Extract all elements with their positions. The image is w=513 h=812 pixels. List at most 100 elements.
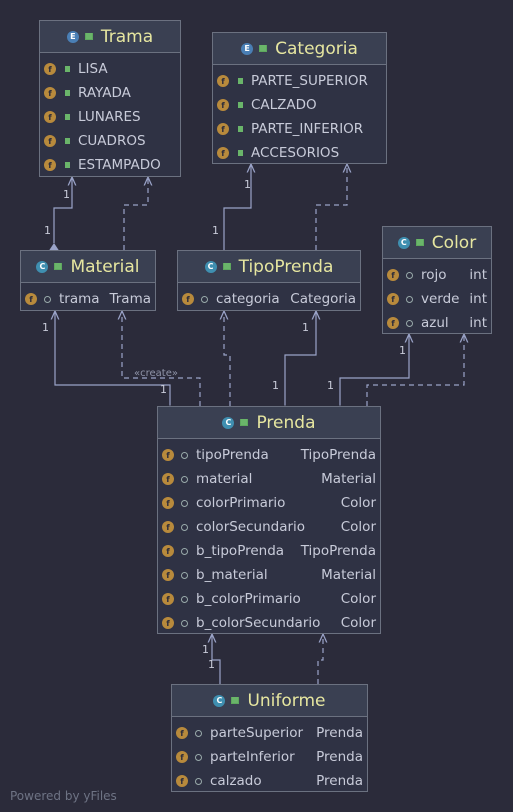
package-visibility-icon	[44, 295, 51, 303]
package-visibility-icon	[181, 595, 188, 603]
lock-icon	[238, 150, 243, 156]
class-color-header: C Color	[383, 227, 491, 259]
edge-prenda-material-dep	[122, 311, 201, 406]
class-icon: C	[222, 416, 235, 429]
mult-tipoprenda-categoria-target: 1	[244, 178, 251, 191]
mult-prenda-tipoprenda-target: 1	[302, 321, 309, 334]
class-icon: C	[213, 694, 226, 707]
edge-prenda-tipoprenda	[285, 311, 316, 405]
mult-uniforme-prenda-target: 1	[202, 643, 209, 656]
mult-prenda-material-target: 1	[42, 321, 49, 334]
field-icon: f	[44, 87, 56, 99]
field-icon: f	[162, 473, 174, 485]
edge-uniforme-prenda-dep	[317, 634, 323, 684]
field-icon: f	[162, 521, 174, 533]
mult-material-trama-target: 1	[63, 188, 70, 201]
field-icon: f	[25, 293, 37, 305]
class-trama-header: E Trama	[40, 21, 180, 53]
field-icon: f	[44, 63, 56, 75]
class-icon: C	[204, 260, 217, 273]
class-tipoprenda-header: C TipoPrenda	[178, 251, 360, 283]
package-visibility-icon	[201, 295, 208, 303]
lock-icon	[415, 239, 424, 246]
field-icon: f	[387, 317, 399, 329]
package-visibility-icon	[406, 271, 413, 279]
edge-prenda-tipoprenda-dep	[224, 311, 231, 406]
edge-material-trama	[54, 177, 72, 243]
package-visibility-icon	[181, 571, 188, 579]
field-icon: f	[162, 569, 174, 581]
lock-icon	[65, 90, 70, 96]
field-icon: f	[387, 293, 399, 305]
class-icon: C	[36, 260, 49, 273]
edge-prenda-material	[55, 311, 170, 405]
field-icon: f	[162, 449, 174, 461]
package-visibility-icon	[195, 753, 202, 761]
edge-tipoprenda-categoria	[224, 164, 251, 250]
mult-prenda-tipoprenda-source: 1	[272, 379, 279, 392]
package-visibility-icon	[406, 319, 413, 327]
field-icon: f	[176, 751, 188, 763]
mult-prenda-material-source: 1	[160, 383, 167, 396]
lock-icon	[238, 102, 243, 108]
edge-uniforme-prenda	[212, 634, 220, 684]
class-uniforme-title: Uniforme	[247, 690, 326, 711]
field-icon: f	[217, 147, 229, 159]
class-color-title: Color	[431, 232, 477, 253]
package-visibility-icon	[406, 295, 413, 303]
enum-icon: E	[241, 42, 254, 55]
edge-prenda-color-dep	[366, 334, 464, 406]
field-icon: f	[44, 111, 56, 123]
mult-material-trama-source: 1	[44, 224, 51, 237]
lock-icon	[259, 45, 268, 52]
lock-icon	[65, 162, 70, 168]
edge-material-trama-dep	[123, 177, 148, 250]
field-icon: f	[182, 293, 194, 305]
lock-icon	[65, 66, 70, 72]
field-icon: f	[162, 593, 174, 605]
field-icon: f	[387, 269, 399, 281]
lock-icon	[222, 263, 231, 270]
field-icon: f	[176, 727, 188, 739]
class-trama-title: Trama	[100, 26, 154, 47]
field-icon: f	[162, 497, 174, 509]
mult-uniforme-prenda-source: 1	[208, 658, 215, 671]
field-icon: f	[176, 775, 188, 787]
lock-icon	[238, 126, 243, 132]
field-icon: f	[217, 123, 229, 135]
package-visibility-icon	[181, 499, 188, 507]
class-material-title: Material	[70, 256, 140, 277]
class-categoria-title: Categoria	[275, 38, 358, 59]
class-prenda-title: Prenda	[256, 412, 316, 433]
package-visibility-icon	[181, 475, 188, 483]
lock-icon	[54, 263, 63, 270]
enum-icon: E	[66, 30, 79, 43]
class-material-header: C Material	[21, 251, 155, 283]
edge-tipoprenda-categoria-dep	[315, 164, 347, 250]
class-categoria-header: E Categoria	[213, 33, 386, 65]
